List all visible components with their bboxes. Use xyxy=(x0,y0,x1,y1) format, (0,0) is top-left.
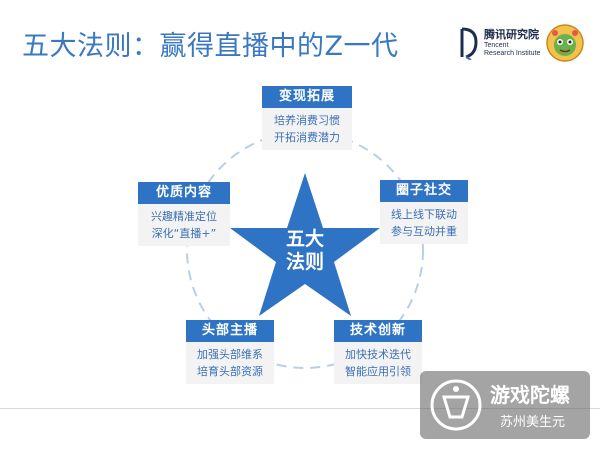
node-body: 加强头部维系 培育头部资源 xyxy=(186,342,274,384)
node-body: 加快技术迭代 智能应用引领 xyxy=(334,342,422,384)
node-social-circle: 圈子社交 线上线下联动 参与互动并重 xyxy=(380,180,468,244)
center-label-line-2: 法则 xyxy=(285,251,324,273)
tencent-research-logo: 腾讯研究院 Tencent Research Institute xyxy=(458,24,588,64)
node-body: 线上线下联动 参与互动并重 xyxy=(380,202,468,244)
watermark-subtitle: 苏州美生元 xyxy=(500,415,566,430)
node-line: 智能应用引领 xyxy=(345,365,411,378)
node-line: 加快技术迭代 xyxy=(345,348,411,361)
page-title: 五大法则：赢得直播中的Z一代 xyxy=(22,31,399,62)
node-line: 兴趣精准定位 xyxy=(151,210,217,223)
node-title: 头部主播 xyxy=(186,320,274,342)
node-line: 深化“直播+” xyxy=(151,227,217,240)
footer-divider xyxy=(0,408,600,409)
node-top-streamers: 头部主播 加强头部维系 培育头部资源 xyxy=(186,320,274,384)
center-label-line-1: 五大 xyxy=(285,228,324,250)
gyroscope-logo-icon xyxy=(430,379,482,431)
node-body: 兴趣精准定位 深化“直播+” xyxy=(138,204,230,246)
node-tech-innovation: 技术创新 加快技术迭代 智能应用引领 xyxy=(334,320,422,384)
node-quality-content: 优质内容 兴趣精准定位 深化“直播+” xyxy=(138,182,230,246)
node-title: 优质内容 xyxy=(138,182,230,204)
mascot-icon xyxy=(546,24,584,62)
watermark-title: 游戏陀螺 xyxy=(490,383,570,407)
logo-name-en-2: Research Institute xyxy=(484,50,541,57)
node-line: 加强头部维系 xyxy=(197,348,263,361)
dashed-ring xyxy=(186,131,424,369)
node-monetization: 变现拓展 培养消费习惯 开拓消费潜力 xyxy=(262,86,352,150)
node-line: 培育头部资源 xyxy=(197,365,263,378)
watermark: 游戏陀螺 苏州美生元 xyxy=(420,371,590,439)
logo-name-cn: 腾讯研究院 xyxy=(484,28,539,41)
center-star xyxy=(230,173,380,316)
node-line: 开拓消费潜力 xyxy=(274,131,340,144)
node-line: 培养消费习惯 xyxy=(274,114,340,127)
node-line: 线上线下联动 xyxy=(391,208,457,221)
tencent-logo-icon xyxy=(460,27,478,60)
node-body: 培养消费习惯 开拓消费潜力 xyxy=(262,108,352,150)
node-title: 圈子社交 xyxy=(380,180,468,202)
node-title: 技术创新 xyxy=(334,320,422,342)
logo-name-en-1: Tencent xyxy=(484,42,509,49)
node-title: 变现拓展 xyxy=(262,86,352,108)
node-line: 参与互动并重 xyxy=(391,225,457,238)
